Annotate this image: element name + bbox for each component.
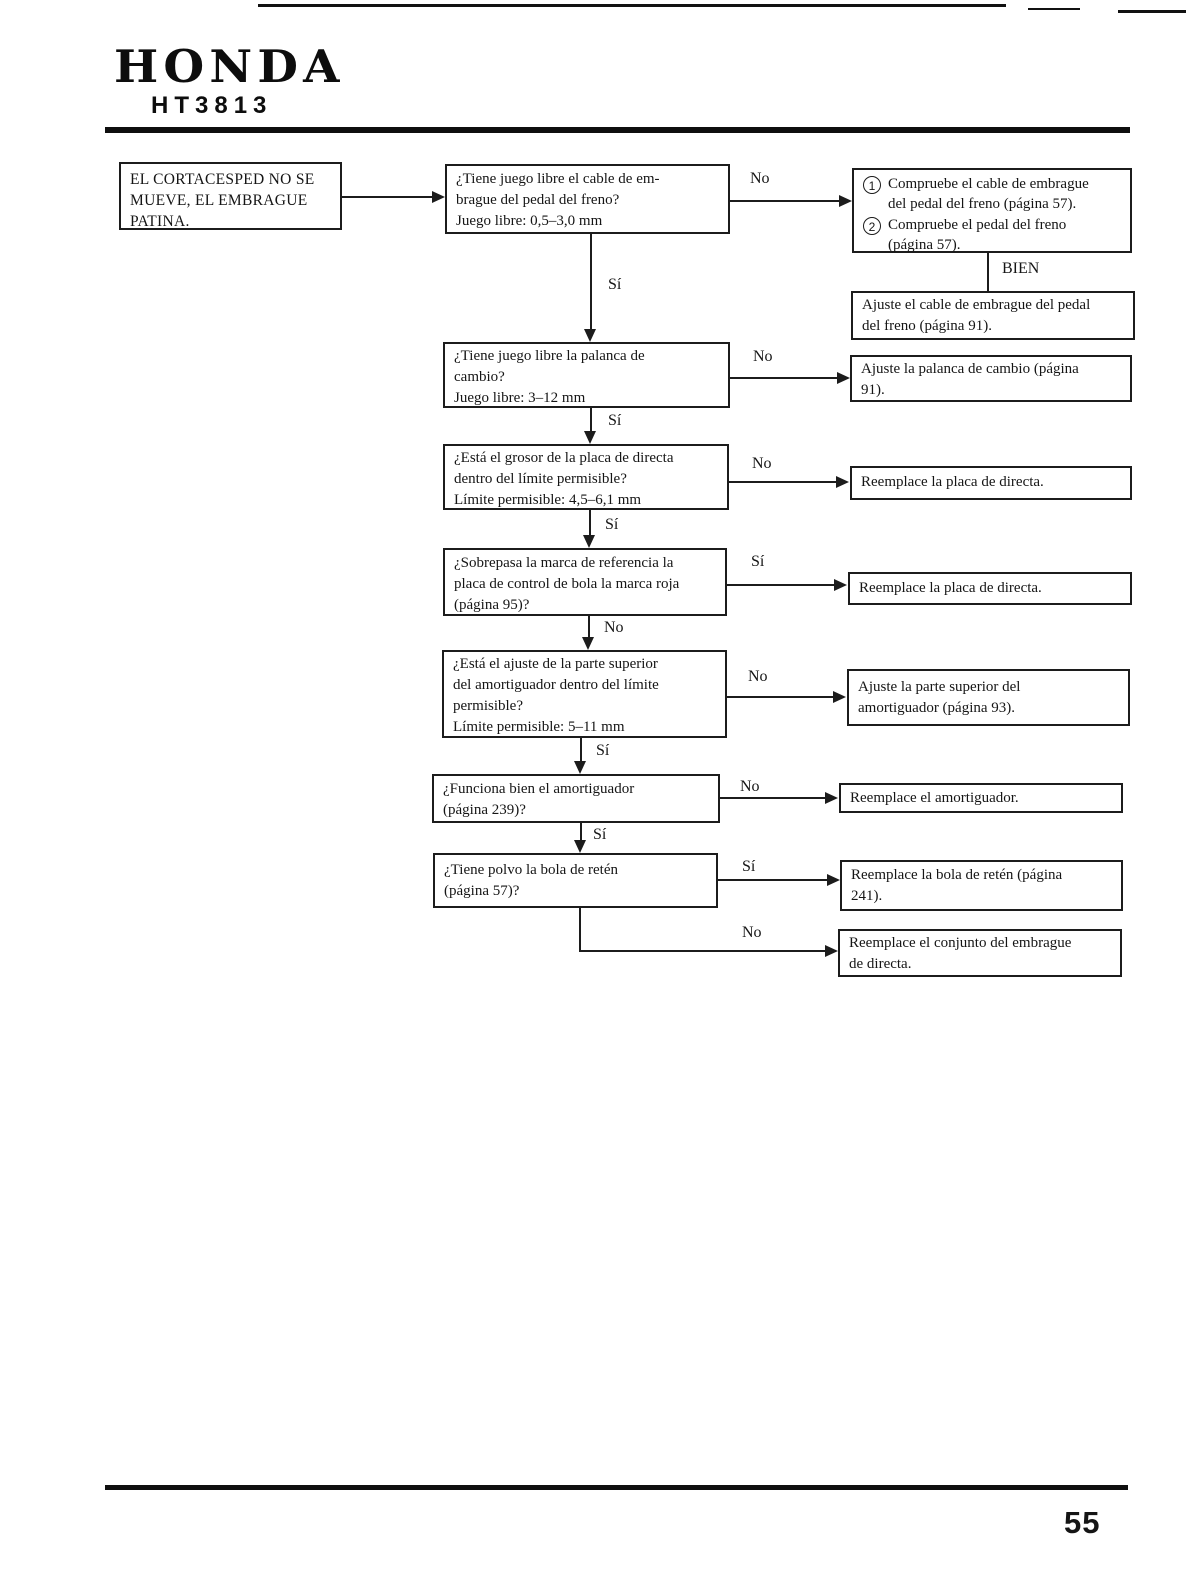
flow-arrowhead <box>825 792 838 804</box>
flow-arrowhead <box>837 372 850 384</box>
action-text: Ajuste el cable de embrague del pedal de… <box>862 297 1091 334</box>
header-rule <box>105 127 1130 133</box>
edge-label-no: No <box>604 619 624 636</box>
edge-label-yes: Sí <box>608 276 622 293</box>
flow-arrowhead <box>833 691 846 703</box>
action-adjust-shift-lever: Ajuste la palanca de cambio (página 91). <box>850 355 1132 402</box>
edge-label-no: No <box>753 348 773 365</box>
question-text: ¿Está el grosor de la placa de directa d… <box>454 450 674 508</box>
flow-arrowhead <box>584 329 596 342</box>
question-text: ¿Está el ajuste de la parte superior del… <box>453 656 659 735</box>
honda-logo: HONDA <box>114 40 345 93</box>
edge-label-yes: Sí <box>608 412 622 429</box>
question-text: ¿Funciona bien el amortiguador (página 2… <box>443 781 635 818</box>
edge-label-yes: Sí <box>596 742 610 759</box>
action-text: Reemplace la placa de directa. <box>861 474 1044 490</box>
flow-line <box>730 377 838 379</box>
flow-line <box>730 200 840 202</box>
flow-line <box>987 253 989 291</box>
flow-line <box>588 616 590 639</box>
problem-text: EL CORTACESPED NO SE MUEVE, EL EMBRAGUE … <box>130 171 315 230</box>
action-text: Compruebe el pedal del freno (página 57)… <box>888 217 1067 253</box>
question-damper-top-adjustment: ¿Está el ajuste de la parte superior del… <box>442 650 727 738</box>
question-text: ¿Sobrepasa la marca de referencia la pla… <box>454 555 680 613</box>
edge-label-no: No <box>752 455 772 472</box>
edge-label-bien: BIEN <box>1002 260 1040 277</box>
question-clutch-cable-free-play: ¿Tiene juego libre el cable de em- bragu… <box>445 164 730 234</box>
flow-line <box>590 234 592 331</box>
scan-artifact-line <box>258 4 1006 7</box>
question-text: ¿Tiene polvo la bola de retén (página 57… <box>444 862 618 899</box>
question-text: ¿Tiene juego libre el cable de em- bragu… <box>456 171 660 229</box>
action-replace-clutch-assembly: Reemplace el conjunto del embrague de di… <box>838 929 1122 977</box>
scan-artifact-line <box>1028 8 1080 10</box>
edge-label-no: No <box>740 778 760 795</box>
flow-arrowhead <box>834 579 847 591</box>
circled-number-2: 2 <box>863 217 881 235</box>
flow-arrowhead <box>836 476 849 488</box>
page-number: 55 <box>1064 1505 1101 1540</box>
flow-line <box>589 510 591 537</box>
flow-arrowhead <box>825 945 838 957</box>
scan-artifact-line <box>1118 10 1186 13</box>
edge-label-no: No <box>742 924 762 941</box>
action-text: Reemplace el amortiguador. <box>850 790 1019 806</box>
numbered-item: 2 Compruebe el pedal del freno (página 5… <box>863 215 1121 255</box>
edge-label-yes: Sí <box>605 516 619 533</box>
numbered-item: 1 Compruebe el cable de embrague del ped… <box>863 174 1121 214</box>
edge-label-yes: Sí <box>742 858 756 875</box>
question-detent-ball-dust: ¿Tiene polvo la bola de retén (página 57… <box>433 853 718 908</box>
flow-arrowhead <box>827 874 840 886</box>
flow-arrowhead <box>432 191 445 203</box>
flow-line <box>579 908 581 952</box>
action-text: Ajuste la palanca de cambio (página 91). <box>861 361 1079 398</box>
flow-line <box>727 696 834 698</box>
problem-box: EL CORTACESPED NO SE MUEVE, EL EMBRAGUE … <box>119 162 342 230</box>
flow-arrowhead <box>583 535 595 548</box>
action-text: Reemplace la bola de retén (página 241). <box>851 867 1063 904</box>
flow-line <box>580 823 582 842</box>
flow-line <box>729 481 837 483</box>
question-shift-lever-free-play: ¿Tiene juego libre la palanca de cambio?… <box>443 342 730 408</box>
action-adjust-clutch-cable: Ajuste el cable de embrague del pedal de… <box>851 291 1135 340</box>
action-text: Compruebe el cable de embrague del pedal… <box>888 176 1089 212</box>
action-replace-damper: Reemplace el amortiguador. <box>839 783 1123 813</box>
flow-arrowhead <box>584 431 596 444</box>
flow-arrowhead <box>582 637 594 650</box>
action-check-clutch-cable-and-pedal: 1 Compruebe el cable de embrague del ped… <box>852 168 1132 253</box>
footer-rule <box>105 1485 1128 1490</box>
action-replace-detent-ball: Reemplace la bola de retén (página 241). <box>840 860 1123 911</box>
flow-arrowhead <box>574 761 586 774</box>
question-text: ¿Tiene juego libre la palanca de cambio?… <box>454 348 645 406</box>
edge-label-yes: Sí <box>751 553 765 570</box>
edge-label-no: No <box>748 668 768 685</box>
action-replace-drive-plate-2: Reemplace la placa de directa. <box>848 572 1132 605</box>
question-ball-control-plate-red-mark: ¿Sobrepasa la marca de referencia la pla… <box>443 548 727 616</box>
flow-line <box>718 879 828 881</box>
action-replace-drive-plate-1: Reemplace la placa de directa. <box>850 466 1132 500</box>
question-drive-plate-thickness: ¿Está el grosor de la placa de directa d… <box>443 444 729 510</box>
flow-line <box>579 950 826 952</box>
action-adjust-damper-top: Ajuste la parte superior del amortiguado… <box>847 669 1130 726</box>
flow-line <box>342 196 434 198</box>
question-damper-works: ¿Funciona bien el amortiguador (página 2… <box>432 774 720 823</box>
flow-line <box>590 408 592 433</box>
flow-line <box>727 584 835 586</box>
flow-arrowhead <box>574 840 586 853</box>
action-text: Reemplace el conjunto del embrague de di… <box>849 935 1072 972</box>
flow-line <box>720 797 826 799</box>
model-number: HT3813 <box>151 92 273 119</box>
circled-number-1: 1 <box>863 176 881 194</box>
flow-arrowhead <box>839 195 852 207</box>
edge-label-no: No <box>750 170 770 187</box>
action-text: Reemplace la placa de directa. <box>859 580 1042 596</box>
flow-line <box>580 738 582 763</box>
action-text: Ajuste la parte superior del amortiguado… <box>858 679 1021 716</box>
edge-label-yes: Sí <box>593 826 607 843</box>
